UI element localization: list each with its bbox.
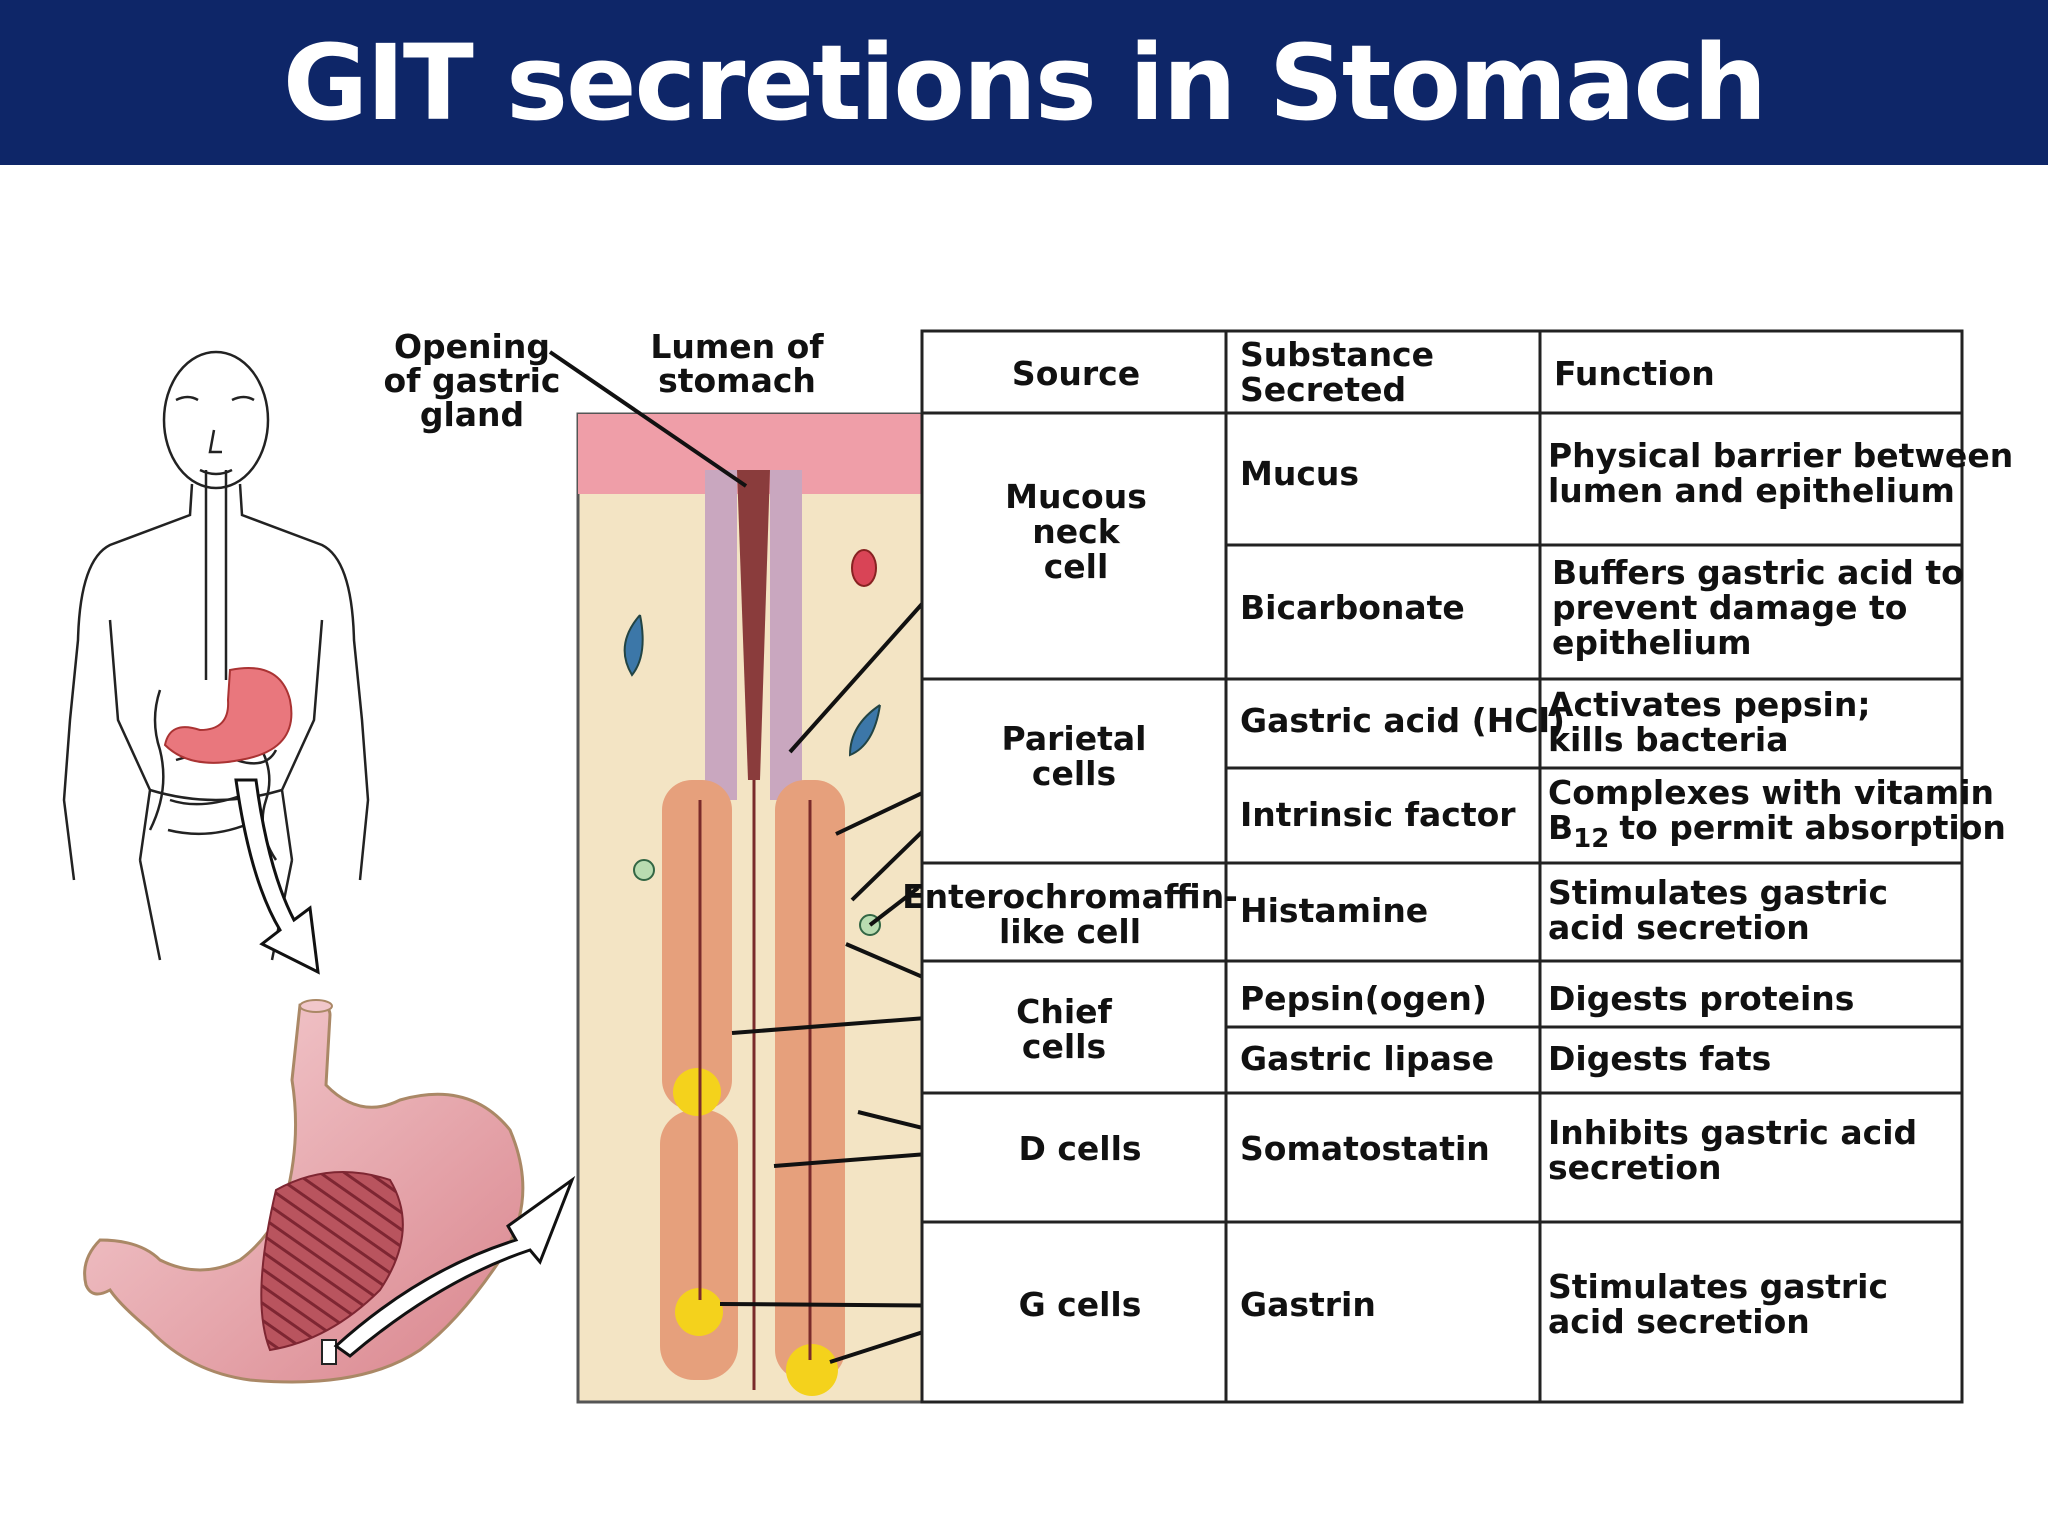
svg-text:Complexes with vitamin: Complexes with vitamin [1548,773,1994,812]
stomach-secretions-figure: Opening of gastric gland Lumen of stomac… [0,165,2048,1536]
lumen-of-stomach-label: Lumen of stomach [650,327,824,400]
opening-of-gastric-gland-label: Opening of gastric gland [384,327,561,434]
svg-text:Physical barrier between: Physical barrier between [1548,436,2013,475]
svg-text:gland: gland [420,395,524,434]
svg-text:stomach: stomach [658,361,816,400]
svg-text:of gastric: of gastric [384,361,561,400]
svg-text:secretion: secretion [1548,1148,1722,1187]
right-arrow-icon [333,1175,576,1358]
svg-text:acid secretion: acid secretion [1548,908,1810,947]
source-mucous-neck-cell: Mucous neck cell [1005,477,1147,586]
svg-text:Lumen of: Lumen of [650,327,824,366]
substance-bicarbonate: Bicarbonate [1240,588,1465,627]
function-bicarbonate: Buffers gastric acid to prevent damage t… [1552,553,1964,662]
svg-text:like cell: like cell [999,912,1141,951]
substance-gastric-acid: Gastric acid (HCl) [1240,701,1565,740]
svg-text:Opening: Opening [394,327,550,366]
function-histamine: Stimulates gastric acid secretion [1548,873,1888,947]
page-title: GIT secretions in Stomach [282,22,1767,144]
function-gastric-acid: Activates pepsin; kills bacteria [1548,685,1871,759]
svg-text:Stimulates gastric: Stimulates gastric [1548,1267,1888,1306]
source-enterochromaffin-like-cell: Enterochromaffin- like cell [902,877,1238,951]
svg-text:acid secretion: acid secretion [1548,1302,1810,1341]
source-chief-cells: Chief cells [1016,992,1112,1066]
title-banner: GIT secretions in Stomach [0,0,2048,165]
header-source: Source [1012,354,1140,393]
function-gastric-lipase: Digests fats [1548,1039,1771,1078]
function-mucus: Physical barrier between lumen and epith… [1548,436,2013,510]
source-d-cells: D cells [1018,1129,1141,1168]
substance-gastrin: Gastrin [1240,1285,1376,1324]
svg-text:cells: cells [1032,754,1116,793]
substance-intrinsic-factor: Intrinsic factor [1240,795,1516,834]
function-gastrin: Stimulates gastric acid secretion [1548,1267,1888,1341]
svg-text:neck: neck [1032,512,1120,551]
substance-gastric-lipase: Gastric lipase [1240,1039,1494,1078]
source-parietal-cells: Parietal cells [1002,719,1147,793]
svg-text:Parietal: Parietal [1002,719,1147,758]
function-pepsinogen: Digests proteins [1548,979,1854,1018]
down-arrow-icon [234,778,320,975]
substance-mucus: Mucus [1240,454,1359,493]
header-substance: Substance [1240,335,1434,374]
svg-text:Stimulates gastric: Stimulates gastric [1548,873,1888,912]
small-stomach-icon [163,667,293,764]
stomach-illustration [83,999,525,1384]
svg-text:Activates pepsin;: Activates pepsin; [1548,685,1871,724]
svg-text:Inhibits gastric acid: Inhibits gastric acid [1548,1113,1917,1152]
svg-text:lumen and epithelium: lumen and epithelium [1548,471,1955,510]
substance-somatostatin: Somatostatin [1240,1129,1490,1168]
svg-text:Enterochromaffin-: Enterochromaffin- [902,877,1238,916]
gastric-gland-illustration [576,412,924,1404]
svg-text:cell: cell [1044,547,1109,586]
substance-histamine: Histamine [1240,891,1428,930]
svg-text:cells: cells [1022,1027,1106,1066]
svg-text:Mucous: Mucous [1005,477,1147,516]
header-substance-line2: Secreted [1240,370,1406,409]
substance-pepsinogen: Pepsin(ogen) [1240,979,1487,1018]
svg-text:prevent damage to: prevent damage to [1552,588,1907,627]
svg-text:Buffers gastric acid to: Buffers gastric acid to [1552,553,1964,592]
svg-text:kills bacteria: kills bacteria [1548,720,1788,759]
header-function: Function [1554,354,1715,393]
function-somatostatin: Inhibits gastric acid secretion [1548,1113,1917,1187]
svg-text:Chief: Chief [1016,992,1112,1031]
svg-text:epithelium: epithelium [1552,623,1751,662]
human-body-illustration [62,350,370,961]
source-g-cells: G cells [1019,1285,1142,1324]
secretions-table: Source Substance Secreted Function Mucou… [902,329,2013,1404]
